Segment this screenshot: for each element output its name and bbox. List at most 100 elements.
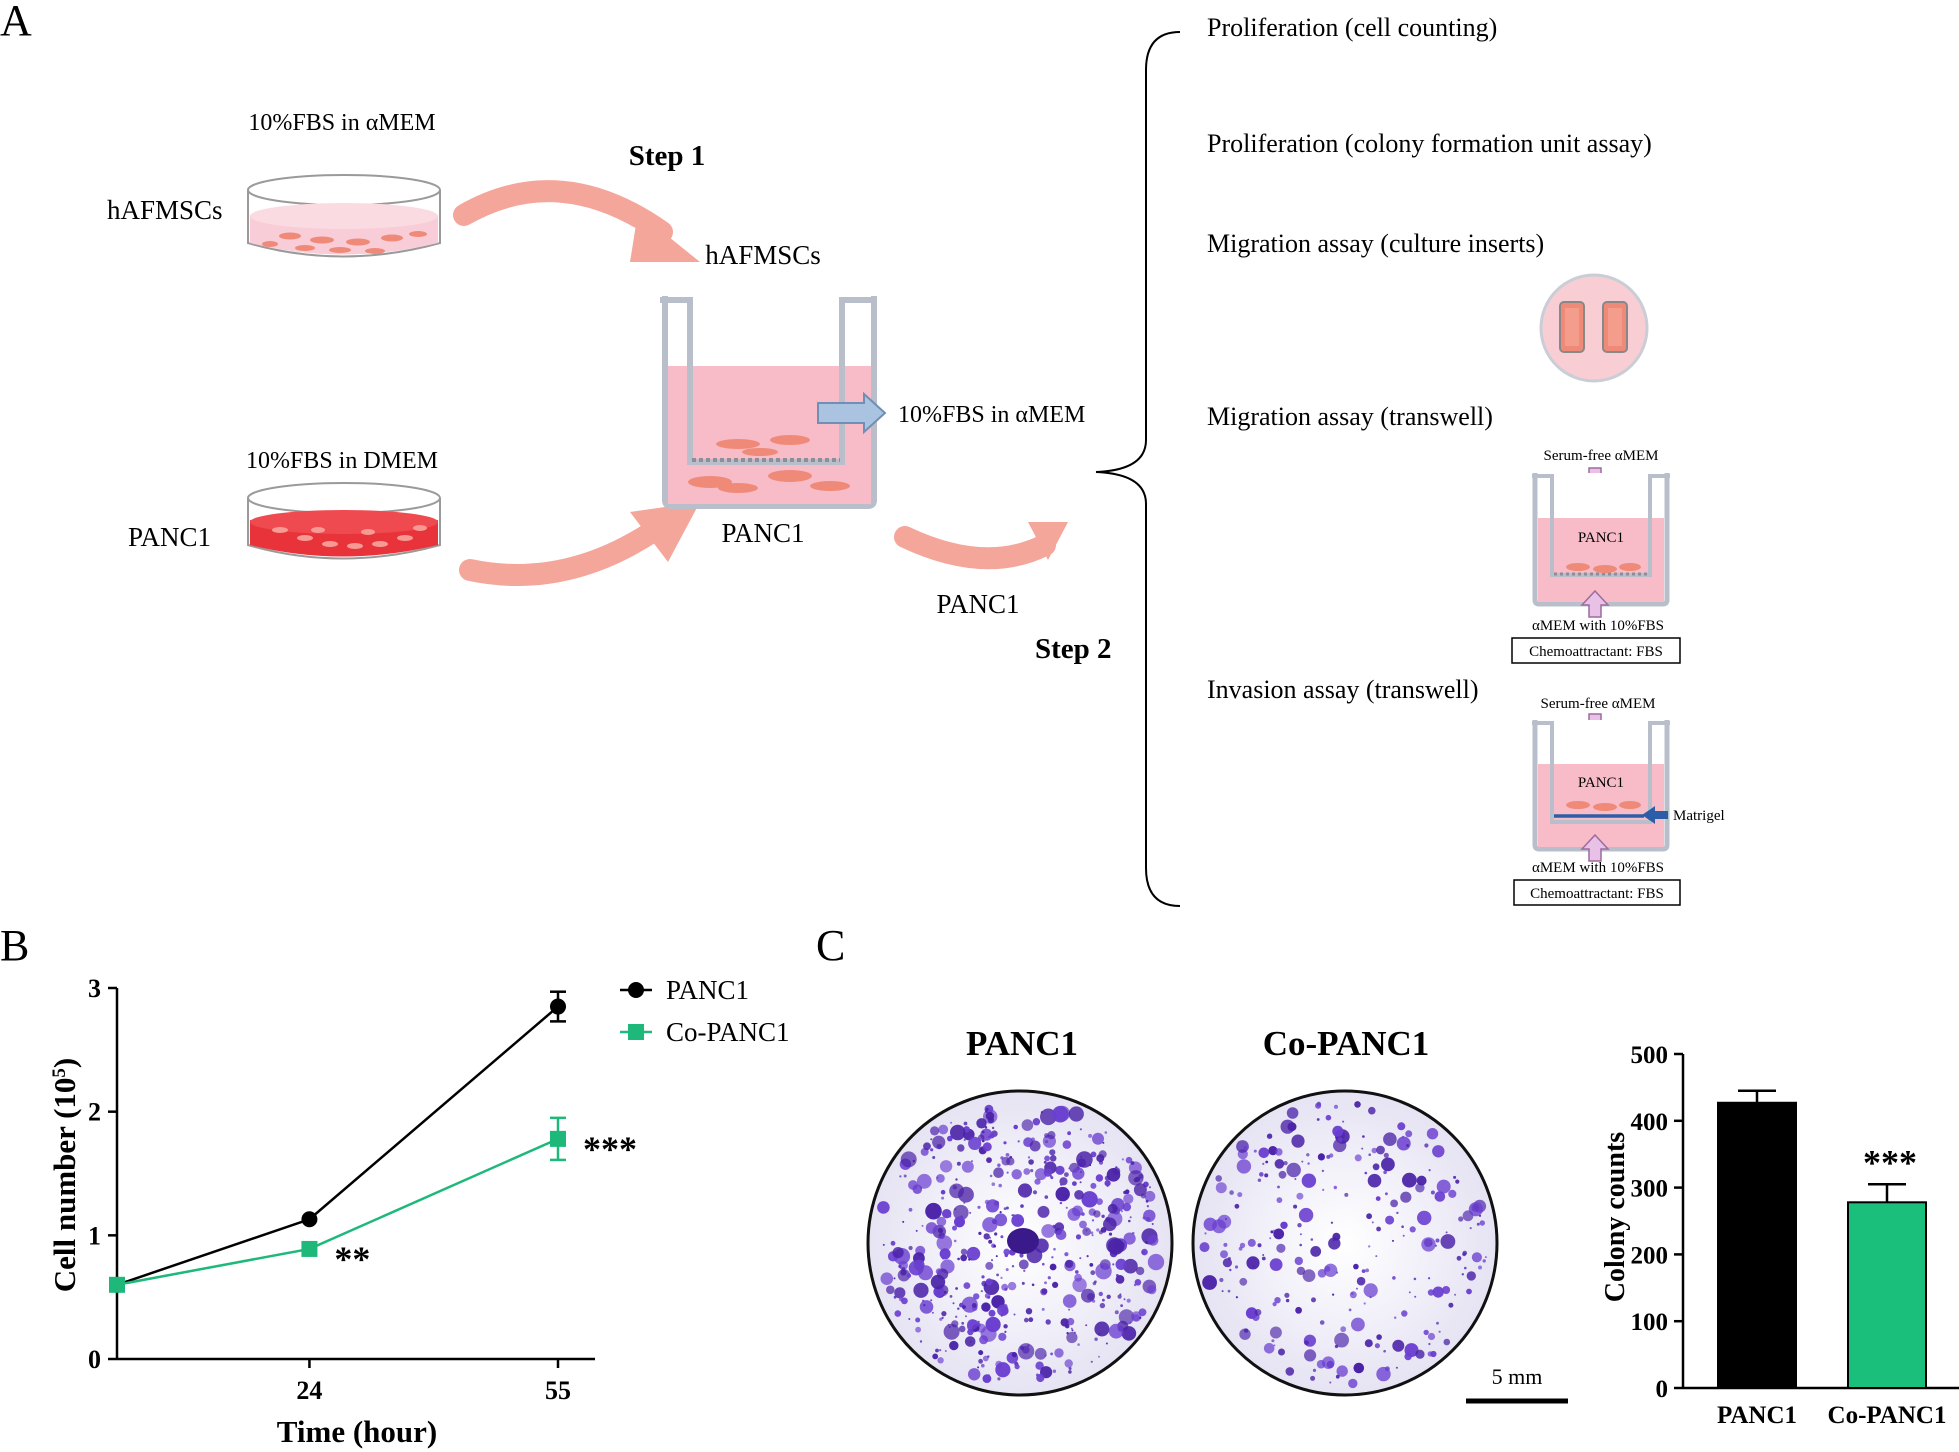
colony <box>1003 1248 1010 1256</box>
colony <box>1126 1298 1131 1303</box>
colony <box>1099 1302 1106 1309</box>
colony <box>1310 1246 1322 1257</box>
colony <box>953 1204 969 1221</box>
colony <box>1129 1216 1132 1219</box>
colony <box>1321 1169 1325 1173</box>
colony <box>981 1275 985 1279</box>
colony <box>1330 1221 1333 1224</box>
colony <box>1354 1101 1361 1108</box>
colony <box>969 1211 972 1214</box>
colony <box>1006 1157 1015 1166</box>
colony <box>1079 1128 1082 1131</box>
colony <box>941 1311 947 1317</box>
colony <box>1021 1281 1025 1285</box>
colony <box>987 1355 990 1358</box>
colony <box>984 1293 991 1299</box>
colony <box>1044 1354 1047 1357</box>
colony <box>931 1311 934 1314</box>
data-point <box>301 1211 318 1228</box>
colony <box>1406 1144 1409 1147</box>
colony <box>938 1124 949 1135</box>
y-tick-label: 200 <box>1631 1242 1669 1269</box>
colony <box>1383 1170 1387 1175</box>
colony <box>982 1374 992 1383</box>
colony <box>1239 1242 1246 1249</box>
colony <box>1029 1140 1041 1152</box>
colony <box>1036 1373 1045 1383</box>
data-point <box>550 1130 566 1147</box>
colony <box>1434 1191 1446 1202</box>
colony <box>916 1173 932 1189</box>
colony <box>1311 1297 1316 1303</box>
significance-label: *** <box>1863 1142 1917 1182</box>
invasion-bottom-label: αMEM with 10%FBS <box>1532 860 1664 876</box>
colony <box>997 1163 1001 1167</box>
colony <box>1234 1265 1239 1269</box>
invasion-transwell-icon <box>1532 713 1670 862</box>
colony <box>998 1332 1007 1341</box>
colony <box>1220 1250 1228 1259</box>
colony <box>1402 1234 1405 1237</box>
colony <box>1456 1255 1462 1261</box>
colony <box>1280 1221 1288 1230</box>
plate-title-panc1: PANC1 <box>966 1024 1078 1063</box>
colony <box>1028 1159 1034 1165</box>
colony <box>1243 1328 1249 1333</box>
colony <box>949 1183 964 1199</box>
colony <box>1376 1334 1382 1340</box>
colony <box>997 1377 1001 1381</box>
colony <box>1032 1118 1041 1126</box>
colony <box>1464 1266 1467 1270</box>
colony <box>1287 1122 1297 1132</box>
colony <box>915 1229 918 1232</box>
colony <box>1044 1133 1049 1138</box>
colony <box>890 1240 896 1246</box>
colony <box>1262 1162 1265 1165</box>
colony <box>1149 1186 1151 1189</box>
colony <box>1117 1294 1122 1299</box>
colony <box>1123 1232 1136 1245</box>
colony <box>1049 1149 1056 1156</box>
matrigel-arrow-icon <box>1642 806 1668 824</box>
colony <box>1108 1323 1124 1339</box>
colony <box>1018 1259 1029 1270</box>
colony <box>900 1151 917 1168</box>
colony <box>1145 1199 1149 1203</box>
colony <box>1223 1242 1228 1247</box>
colony <box>1371 1147 1378 1154</box>
colony <box>1204 1232 1207 1235</box>
colony <box>1034 1178 1041 1185</box>
legend-marker <box>628 1024 644 1040</box>
colony <box>960 1254 968 1262</box>
colony <box>1102 1298 1105 1302</box>
colony <box>922 1299 925 1302</box>
colony <box>1396 1136 1411 1151</box>
colony <box>1027 1156 1031 1159</box>
well-cell-label: PANC1 <box>721 518 804 548</box>
colony <box>1064 1195 1068 1198</box>
colony <box>1434 1196 1437 1199</box>
colony <box>1123 1298 1126 1301</box>
colony <box>1361 1269 1366 1273</box>
colony <box>1123 1193 1134 1204</box>
colony <box>1234 1203 1240 1209</box>
colony <box>880 1272 894 1285</box>
y-tick-label: 2 <box>88 1098 101 1127</box>
colony <box>1397 1122 1406 1131</box>
colony <box>961 1321 965 1325</box>
colony <box>1035 1361 1044 1370</box>
colony <box>998 1183 1002 1188</box>
colony <box>1032 1190 1038 1195</box>
colony <box>1108 1232 1113 1236</box>
colony <box>906 1273 912 1278</box>
colony <box>930 1126 940 1136</box>
colony <box>1409 1226 1416 1233</box>
colony <box>1354 1154 1362 1162</box>
colony <box>1044 1195 1049 1199</box>
colony <box>993 1244 996 1248</box>
colony <box>1000 1235 1004 1239</box>
colony <box>939 1248 951 1260</box>
colony <box>1310 1238 1314 1241</box>
colony <box>967 1328 974 1336</box>
x-tick-label: PANC1 <box>1717 1402 1797 1429</box>
